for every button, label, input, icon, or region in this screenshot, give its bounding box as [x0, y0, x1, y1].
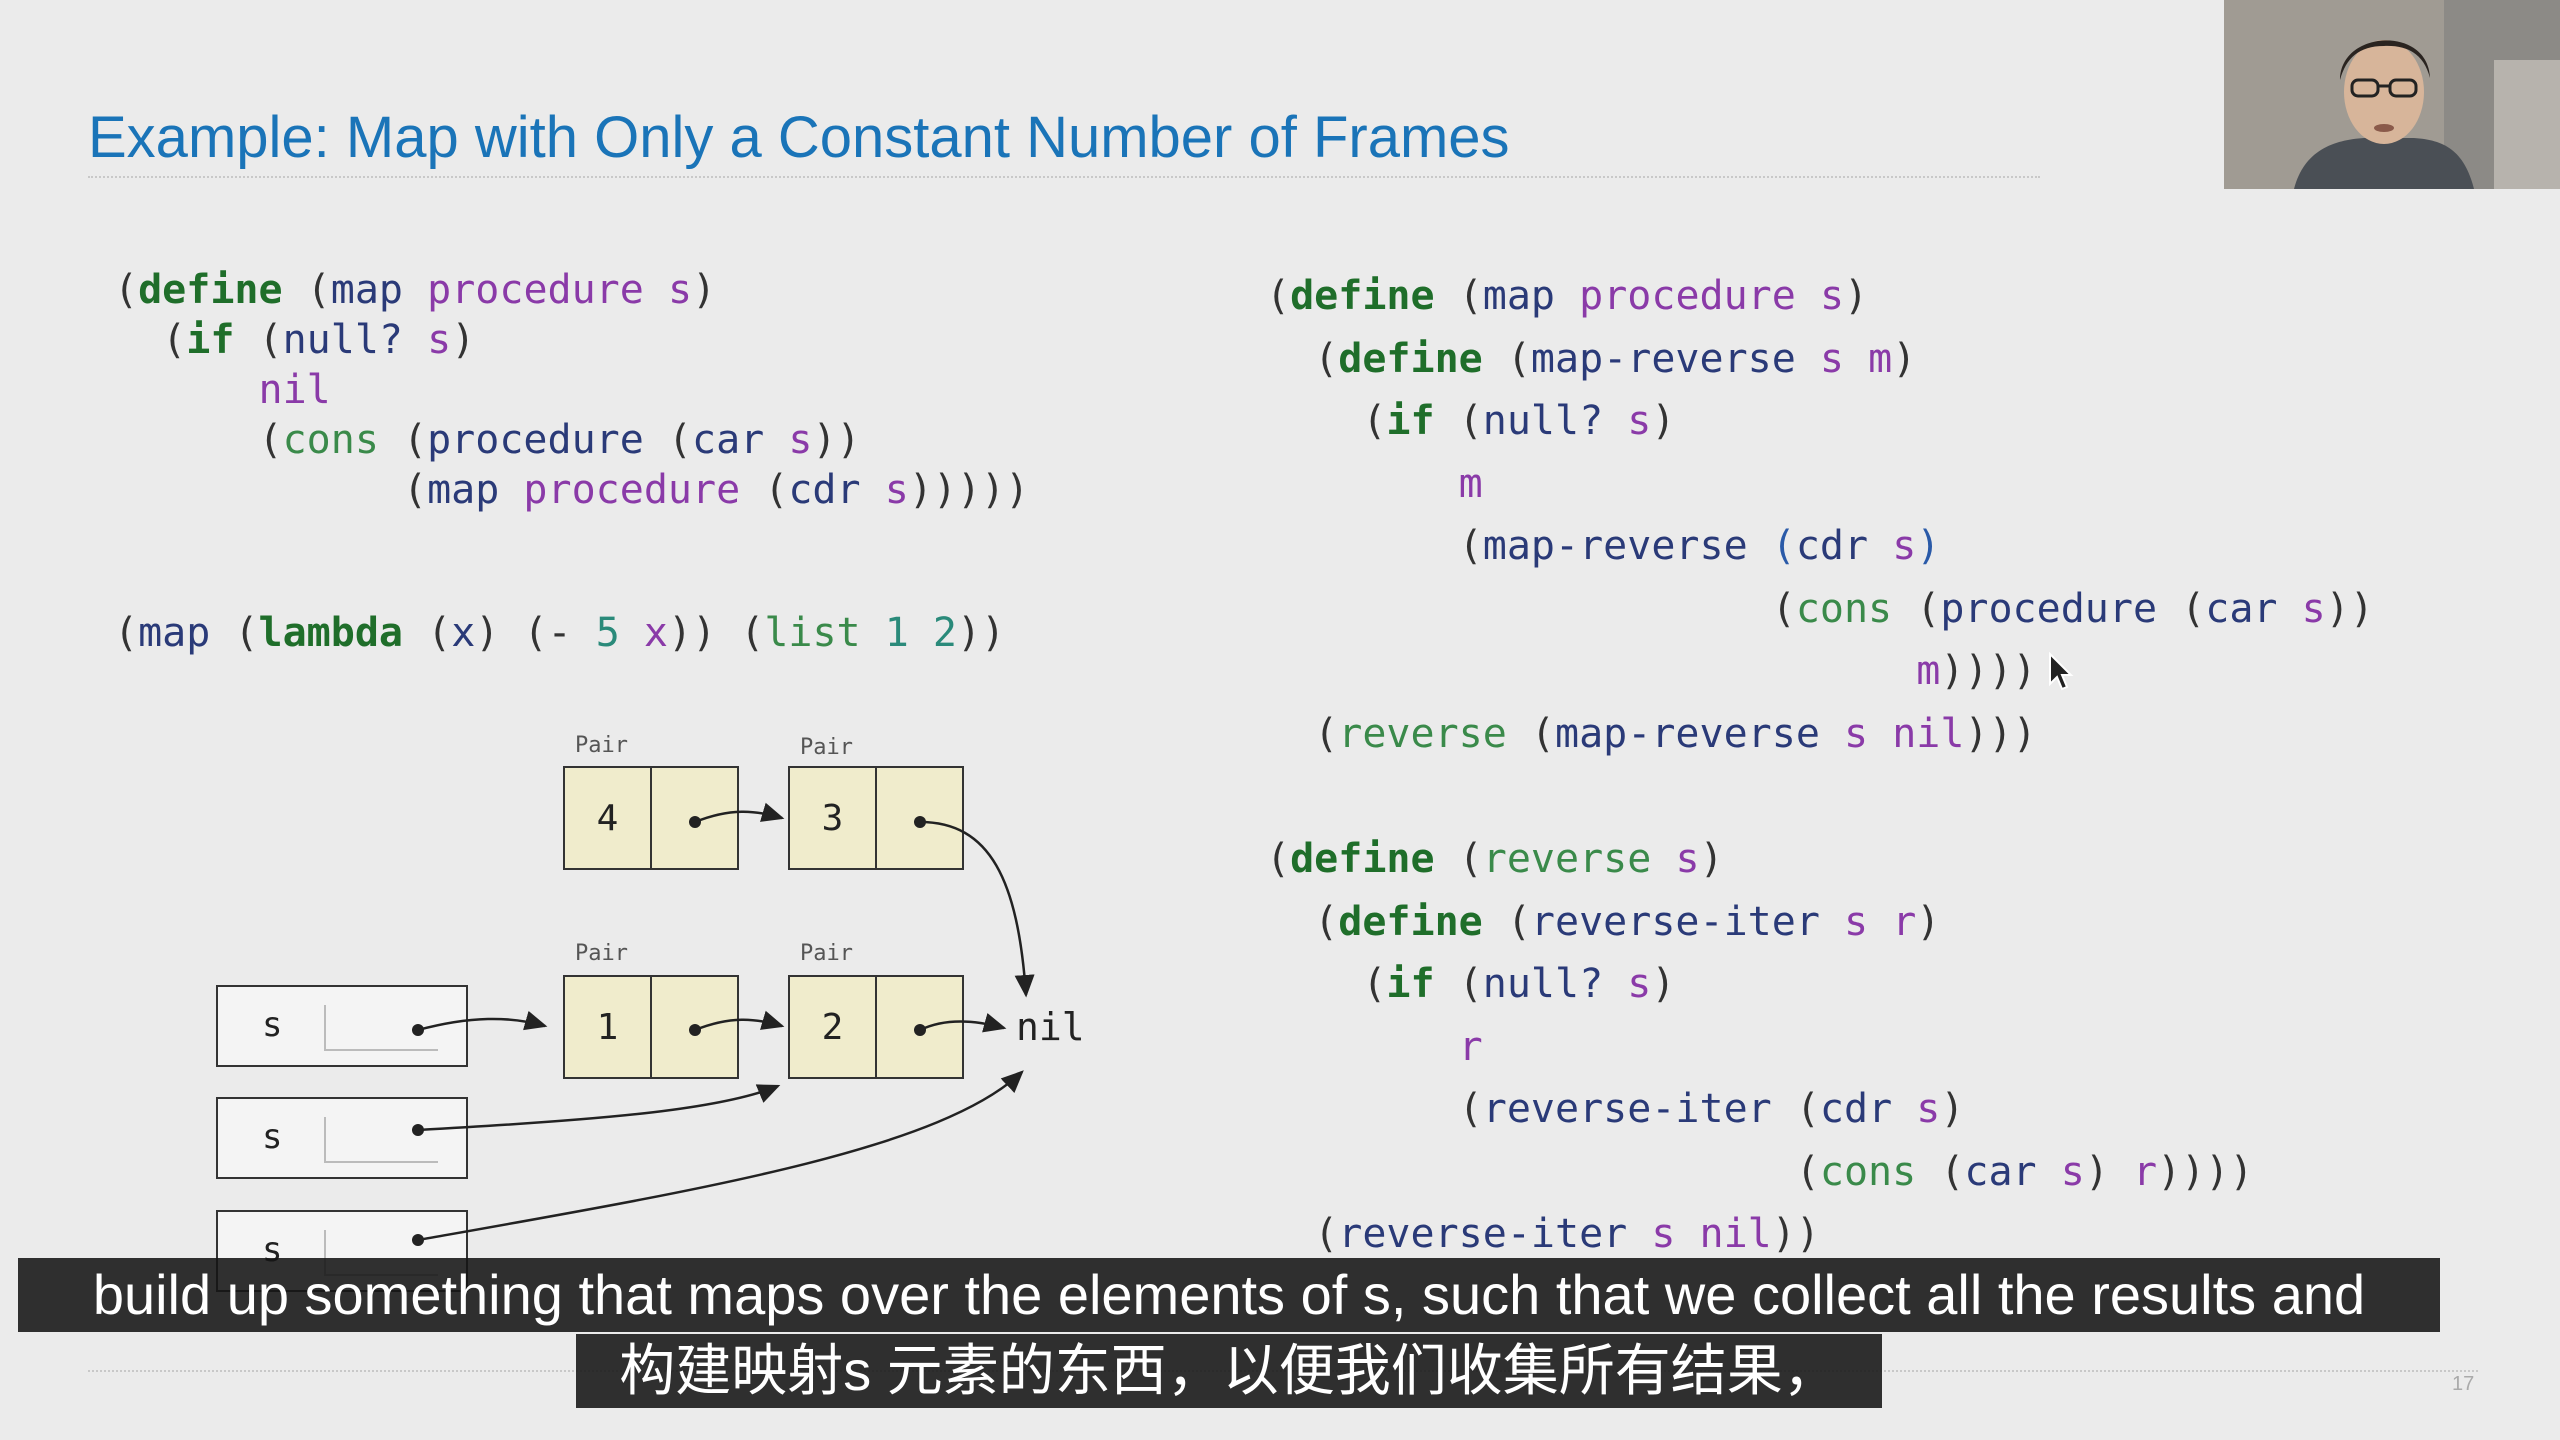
code-line: (cons (procedure (car s)) — [1266, 585, 2374, 632]
frame-variable: s — [262, 1005, 283, 1045]
code-line: (cons (procedure (car s)) — [114, 417, 861, 463]
pointer-dot — [689, 1024, 701, 1036]
frame-binding: s — [216, 1097, 468, 1179]
reverse-definition: (define (reverse s) (define (reverse-ite… — [1266, 828, 2253, 1266]
mouse-cursor-icon — [2049, 652, 2074, 691]
arrow — [694, 802, 785, 824]
arrow — [417, 1084, 781, 1132]
map-call-expression: (map (lambda (x) (- 5 x)) (list 1 2)) — [114, 608, 1005, 658]
page-number: 17 — [2452, 1373, 2475, 1395]
arrow — [919, 1013, 1007, 1033]
code-line: (reverse-iter (cdr s) — [1266, 1086, 1965, 1132]
right-map-definition: (define (map procedure s) (define (map-r… — [1266, 265, 2374, 765]
pair-label: Pair — [800, 735, 853, 760]
pair-cdr-cell — [875, 975, 964, 1079]
pair-label: Pair — [800, 941, 853, 966]
frame-binding: s — [216, 985, 468, 1067]
code-line: (reverse (map-reverse s nil))) — [1266, 710, 2037, 757]
pointer-dot — [412, 1234, 424, 1246]
code-line: (if (null? s) — [1266, 961, 1676, 1007]
code-line: (map (lambda (x) (- 5 x)) (list 1 2)) — [114, 610, 1006, 656]
presenter-webcam — [2224, 0, 2560, 189]
english-subtitle: build up something that maps over the el… — [18, 1258, 2440, 1332]
pointer-dot — [689, 816, 701, 828]
frame-value-slot — [324, 1005, 438, 1051]
code-line: (map procedure (cdr s))))) — [114, 467, 1030, 513]
code-line: (reverse-iter s nil)) — [1266, 1211, 1820, 1257]
pair-car-cell: 3 — [788, 766, 877, 870]
code-line: m — [1458, 460, 1483, 507]
chinese-subtitle: 构建映射s 元素的东西，以便我们收集所有结果， — [576, 1334, 1882, 1408]
left-map-definition: (define (map procedure s) (if (null? s) … — [114, 265, 1029, 515]
pointer-dot — [914, 816, 926, 828]
title-divider — [88, 176, 2040, 178]
code-line: r — [1458, 1023, 1483, 1070]
code-line: (define (map procedure s) — [1266, 273, 1869, 319]
code-line: (define (reverse s) — [1266, 836, 1724, 882]
nil-label: nil — [1016, 1005, 1085, 1049]
frame-value-slot — [324, 1117, 438, 1163]
code-line: (if (null? s) — [1266, 398, 1676, 444]
arrow — [417, 1010, 548, 1032]
pair-car-cell: 1 — [563, 975, 652, 1079]
code-line: (cons (car s) r)))) — [1266, 1148, 2254, 1195]
code-line: (define (reverse-iter s r) — [1266, 898, 1941, 945]
code-line: (define (map procedure s) — [114, 267, 717, 313]
presenter-video-image — [2224, 0, 2560, 189]
slide-title: Example: Map with Only a Constant Number… — [88, 105, 1510, 170]
frame-variable: s — [262, 1117, 283, 1157]
code-line: (map-reverse (cdr s) — [1266, 523, 1941, 569]
pointer-dot — [412, 1124, 424, 1136]
pointer-dot — [914, 1024, 926, 1036]
code-line: nil — [258, 367, 331, 413]
pair-label: Pair — [575, 941, 628, 966]
arrow — [919, 820, 1035, 998]
arrow — [417, 1070, 1024, 1242]
code-line: m)))) — [1916, 648, 2037, 694]
pair-car-cell: 2 — [788, 975, 877, 1079]
pair-label: Pair — [575, 733, 628, 758]
code-line: (define (map-reverse s m) — [1266, 335, 1917, 382]
arrow — [694, 1010, 785, 1032]
pointer-dot — [412, 1024, 424, 1036]
code-line: (if (null? s) — [114, 317, 476, 363]
